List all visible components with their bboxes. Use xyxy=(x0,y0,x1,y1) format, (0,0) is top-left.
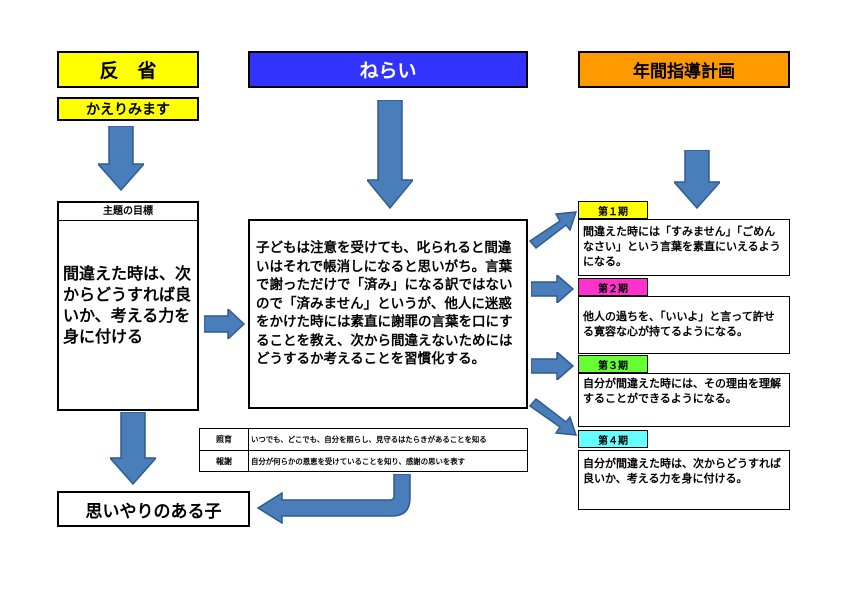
subheader-reflect: かえりみます xyxy=(57,97,199,121)
period-3-text: 自分が間違えた時には、その理由を理解することができるようになる。 xyxy=(583,377,781,405)
arrow-return-icon xyxy=(256,474,411,524)
period-2-box: 他人の過ちを、「いいよ」と言って許せる寛容な心が持てるようになる。 xyxy=(578,296,790,354)
arrow-to-period-1-icon xyxy=(528,211,578,250)
header-annual-plan-label: 年間指導計画 xyxy=(633,62,735,82)
aim-text: 子どもは注意を受けても、叱られると間違いはそれで帳消しになると思いがち。言葉で謝… xyxy=(256,240,513,367)
period-2-label: 第２期 xyxy=(578,278,648,296)
arrow-right-goal-icon xyxy=(204,309,246,339)
note-row: 照育 いつでも、どこでも、自分を照らし、見守るはたらきがあることを知る xyxy=(200,429,527,451)
period-2-label-text: 第２期 xyxy=(598,283,628,295)
period-3-box: 自分が間違えた時には、その理由を理解することができるようになる。 xyxy=(578,373,790,427)
goal-box: 主題の目標 間違えた時は、次からどうすれば良いか、考える力を身に付ける xyxy=(57,201,199,411)
period-4-box: 自分が間違えた時は、次からどうすれば良いか、考える力を身に付ける。 xyxy=(578,450,790,510)
period-1-label: 第１期 xyxy=(578,201,648,219)
subheader-reflect-label: かえりみます xyxy=(86,102,170,118)
period-1-label-text: 第１期 xyxy=(598,206,628,218)
period-4-label-text: 第４期 xyxy=(598,435,628,447)
note-label: 報謝 xyxy=(200,451,249,472)
header-reflection-label: 反 省 xyxy=(99,60,157,82)
arrow-to-period-4-icon xyxy=(528,397,578,436)
period-2-text: 他人の過ちを、「いいよ」と言って許せる寛容な心が持てるようになる。 xyxy=(583,310,775,338)
header-annual-plan: 年間指導計画 xyxy=(578,51,790,88)
arrow-down-left-icon xyxy=(98,126,144,192)
period-4-label: 第４期 xyxy=(578,430,648,448)
arrow-to-period-2-icon xyxy=(531,275,575,303)
note-row: 報謝 自分が何らかの恩恵を受けていることを知り、感謝の思いを表す xyxy=(200,451,527,472)
header-aim: ねらい xyxy=(248,51,528,88)
arrow-to-period-3-icon xyxy=(531,352,575,380)
period-1-box: 間違えた時には「すみません」「ごめんなさい」という言葉を素直にいえるようになる。 xyxy=(578,219,790,276)
result-box: 思いやりのある子 xyxy=(57,491,250,527)
goal-text: 間違えた時は、次からどうすれば良いか、考える力を身に付ける xyxy=(63,264,192,346)
period-1-text: 間違えた時には「すみません」「ごめんなさい」という言葉を素直にいえるようになる。 xyxy=(583,225,781,268)
period-4-text: 自分が間違えた時は、次からどうすれば良いか、考える力を身に付ける。 xyxy=(583,457,781,485)
period-3-label: 第３期 xyxy=(578,355,648,373)
header-aim-label: ねらい xyxy=(359,60,417,82)
header-reflection: 反 省 xyxy=(57,51,199,88)
aim-text-box: 子どもは注意を受けても、叱られると間違いはそれで帳消しになると思いがち。言葉で謝… xyxy=(248,219,528,409)
note-text: 自分が何らかの恩恵を受けていることを知り、感謝の思いを表す xyxy=(251,457,466,466)
period-3-label-text: 第３期 xyxy=(598,360,628,372)
arrow-down-center-icon xyxy=(367,100,413,210)
note-text: いつでも、どこでも、自分を照らし、見守るはたらきがあることを知る xyxy=(251,435,487,444)
goal-title: 主題の目標 xyxy=(59,203,197,221)
notes-table: 照育 いつでも、どこでも、自分を照らし、見守るはたらきがあることを知る 報謝 自… xyxy=(199,428,528,472)
result-label: 思いやりのある子 xyxy=(85,501,222,522)
arrow-down-to-result-icon xyxy=(110,412,156,486)
arrow-down-right-icon xyxy=(674,150,720,210)
note-label: 照育 xyxy=(200,429,249,450)
